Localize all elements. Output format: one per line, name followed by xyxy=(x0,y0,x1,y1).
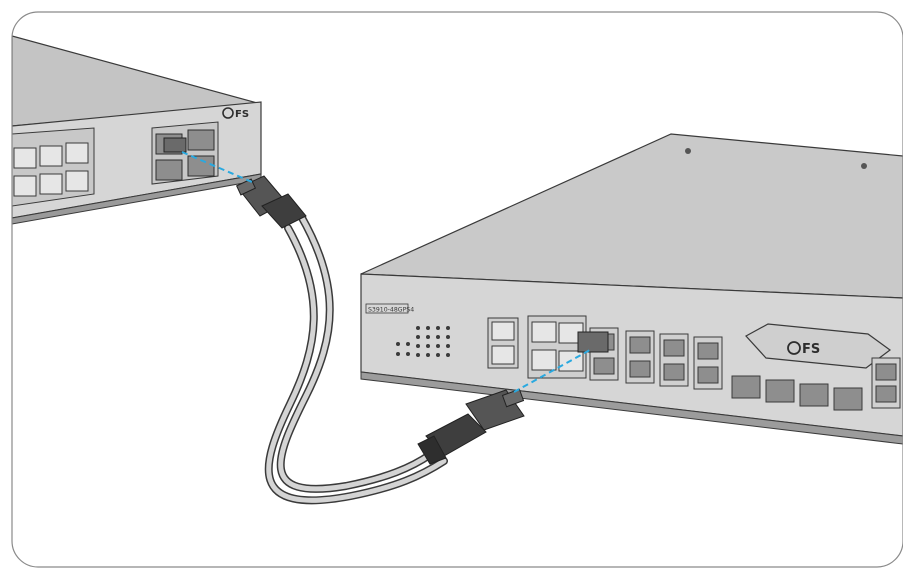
illustration-frame: FS S3910-48GPS4 xyxy=(6,6,903,568)
left-sfp-ports xyxy=(151,121,219,185)
left-lc-connector xyxy=(235,175,307,229)
right-sfp-transceiver xyxy=(577,331,609,353)
screw xyxy=(861,163,867,169)
left-sfp-transceiver xyxy=(163,137,187,153)
left-rj45-ports xyxy=(12,127,95,207)
right-brand-label: FS xyxy=(802,342,820,357)
status-leds xyxy=(396,326,450,357)
screw xyxy=(685,148,691,154)
right-rj45-ports xyxy=(527,315,587,379)
right-fs-logo-badge: FS xyxy=(745,323,892,369)
insertion-guide-lines xyxy=(181,151,591,393)
right-console-ports xyxy=(487,317,519,369)
left-fs-logo: FS xyxy=(222,107,249,120)
fiber-patch-cable xyxy=(264,212,448,505)
right-lower-sfp-ports xyxy=(731,357,901,411)
right-switch-top xyxy=(360,133,903,299)
left-brand-label: FS xyxy=(235,109,249,120)
right-switch: S3910-48GPS4 xyxy=(360,133,903,445)
right-lc-connector xyxy=(417,388,525,465)
switch-fiber-cabling-diagram: FS S3910-48GPS4 xyxy=(11,11,903,568)
model-label: S3910-48GPS4 xyxy=(368,307,414,314)
right-sfp-ports xyxy=(577,327,723,390)
left-switch: FS xyxy=(12,35,262,225)
